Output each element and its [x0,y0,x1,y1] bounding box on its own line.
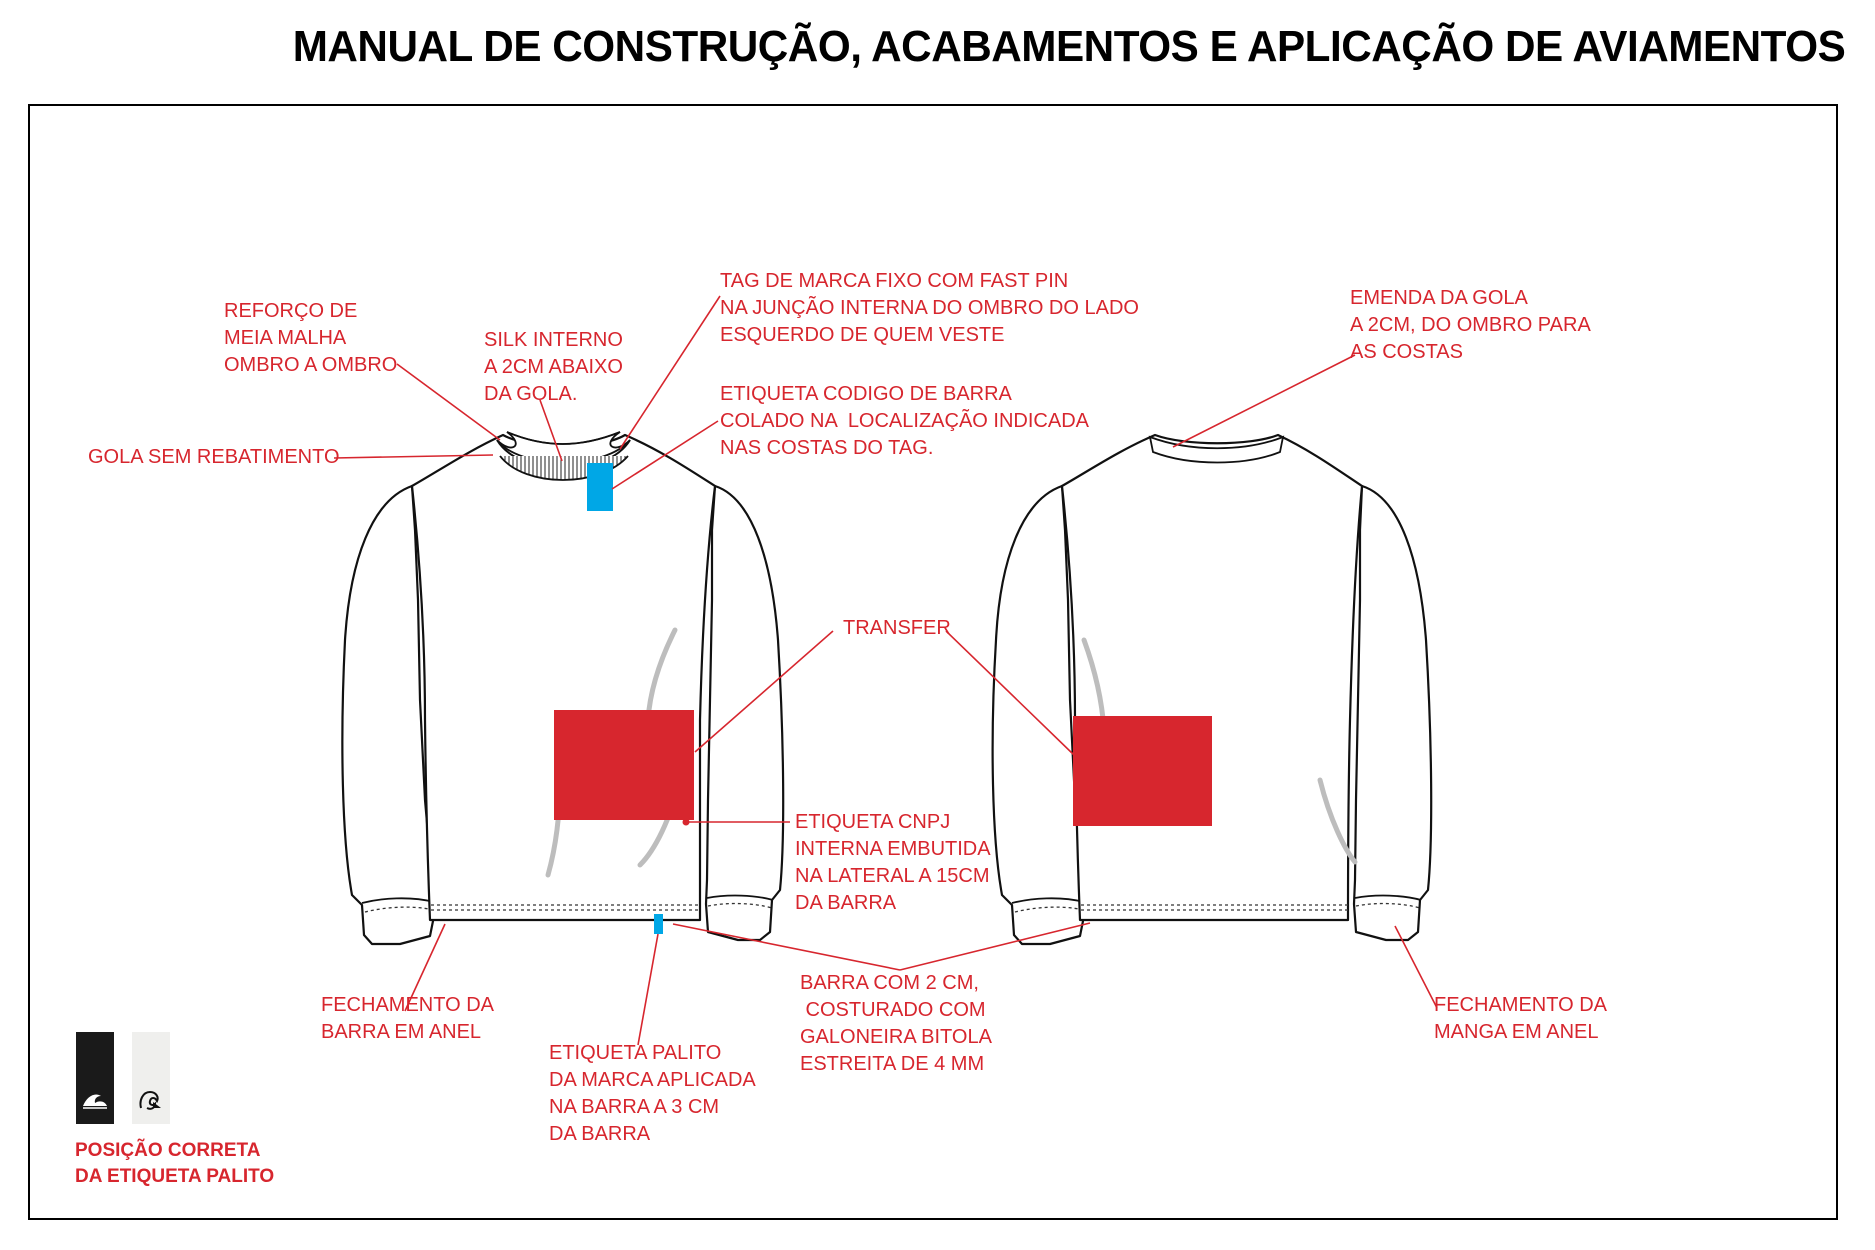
palito-swatch-light [132,1032,170,1124]
annotation-transfer: TRANSFER [843,617,951,639]
back-left-sleeve [991,484,1088,946]
annotation-cnpj: ETIQUETA CNPJ INTERNA EMBUTIDA NA LATERA… [795,811,991,914]
front-right-sleeve [704,484,785,942]
annotation-gola: GOLA SEM REBATIMENTO [88,446,340,468]
annotation-barra: BARRA COM 2 CM, COSTURADO COM GALONEIRA … [800,972,992,1075]
brand-wave-logo-icon [139,1090,161,1110]
annotation-silk: SILK INTERNO A 2CM ABAIXO DA GOLA. [484,329,623,405]
back-right-sleeve [1352,484,1433,942]
annotation-posicao-palito: POSIÇÃO CORRETA DA ETIQUETA PALITO [75,1140,275,1187]
page-title: MANUAL DE CONSTRUÇÃO, ACABAMENTOS E APLI… [292,22,1845,71]
annotation-etiqueta-codigo: ETIQUETA CODIGO DE BARRA COLADO NA LOCAL… [720,383,1089,459]
brand-wave-logo-icon [83,1094,107,1109]
hang-tag [587,463,613,511]
transfer-back [1073,716,1212,826]
back-garment [991,433,1433,946]
annotation-reforco: REFORÇO DE MEIA MALHA OMBRO A OMBRO [224,300,398,376]
diagram-frame [28,104,1838,1220]
back-body [1060,433,1364,922]
annotation-emenda: EMENDA DA GOLA A 2CM, DO OMBRO PARA AS C… [1350,287,1591,363]
back-collar-rib [1148,435,1285,464]
front-left-sleeve [341,484,438,946]
annotation-fechamento-barra: FECHAMENTO DA BARRA EM ANEL [321,994,494,1043]
annotation-palito: ETIQUETA PALITO DA MARCA APLICADA NA BAR… [549,1042,756,1145]
front-garment [341,431,785,946]
front-body [410,433,717,922]
annotation-fechamento-manga: FECHAMENTO DA MANGA EM ANEL [1434,994,1607,1043]
transfer-front [554,710,694,820]
cnpj-dot [682,818,690,826]
palito-tag [654,914,663,934]
annotation-tag-marca: TAG DE MARCA FIXO COM FAST PIN NA JUNÇÃO… [720,270,1139,346]
palito-swatch-dark [76,1032,114,1124]
leader-lines [333,295,1438,1046]
